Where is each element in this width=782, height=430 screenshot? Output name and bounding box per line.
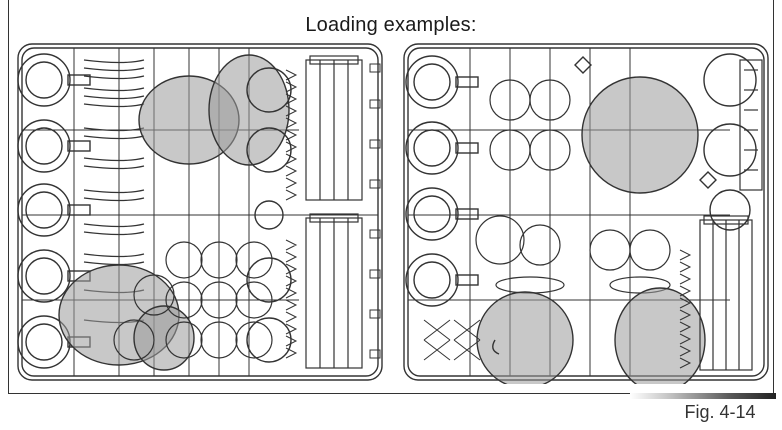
- shaded-dishes: [58, 54, 290, 371]
- hooks: [492, 56, 717, 355]
- figure-title: Loading examples:: [305, 14, 477, 36]
- cutlery-basket: [305, 55, 363, 369]
- bowls: [475, 79, 671, 294]
- rack-side-tabs: [369, 63, 381, 359]
- figure-label: Fig. 4-14: [684, 402, 756, 422]
- dishwasher-rack-right: [400, 40, 772, 384]
- cross-supports: [423, 319, 481, 361]
- dinner-plates-right: [703, 53, 757, 231]
- spike-column: [285, 69, 298, 359]
- dinner-plates-left: [17, 53, 91, 369]
- rack-frame: [403, 43, 769, 381]
- spike-column: [679, 249, 692, 369]
- glasses: [113, 241, 273, 361]
- rack-right-drawing: [403, 43, 769, 384]
- shaded-dishes: [476, 76, 706, 384]
- dinner-plates-left: [405, 55, 479, 307]
- rack-left-drawing: [17, 43, 383, 381]
- cutlery-basket: [699, 215, 753, 371]
- dishwasher-rack-left: [14, 40, 386, 384]
- figure-label-bar: [630, 393, 776, 399]
- cup-shelf: [739, 59, 763, 191]
- figure-frame: [8, 0, 774, 394]
